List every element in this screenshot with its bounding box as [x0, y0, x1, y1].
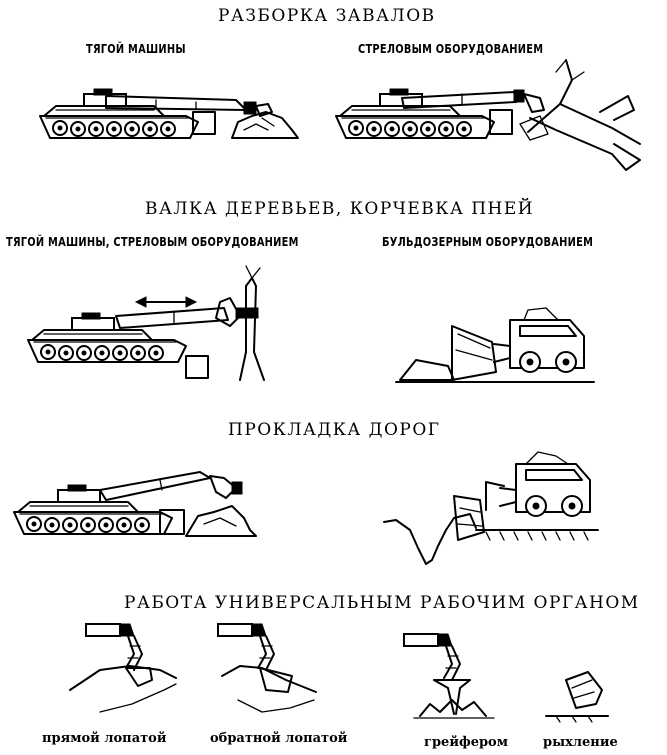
grapple	[403, 633, 471, 715]
section-title-rubble: РАЗБОРКА ЗАВАЛОВ	[218, 6, 436, 26]
caption-boom-rubble: СТРЕЛОВЫМ ОБОРУДОВАНИЕМ	[358, 42, 544, 56]
rubble-pile-left	[192, 111, 299, 139]
caption-backhoe: обратной лопатой	[210, 731, 348, 746]
caption-traction-boom-trees: ТЯГОЙ МАШИНЫ, СТРЕЛОВЫМ ОБОРУДОВАНИЕМ	[6, 235, 299, 249]
bulldozer-trees	[493, 307, 585, 373]
caption-ripping: рыхление	[543, 735, 618, 750]
caption-bulldozer-trees: БУЛЬДОЗЕРНЫМ ОБОРУДОВАНИЕМ	[382, 235, 594, 249]
tank-boom-trees	[27, 297, 259, 363]
broken-tree-rubble	[489, 59, 641, 171]
road-cut-profile	[383, 495, 599, 565]
rubble-pile-roads	[159, 505, 257, 537]
section-title-trees: ВАЛКА ДЕРЕВЬЕВ, КОРЧЕВКА ПНЕЙ	[145, 199, 535, 219]
tree-trunk	[185, 265, 265, 381]
tank-traction-rubble	[39, 88, 273, 139]
ground-profile-1	[69, 665, 177, 713]
tank-boom-roads	[13, 471, 243, 535]
double-arrow	[134, 296, 198, 308]
section-title-roads: ПРОКЛАДКА ДОРОГ	[228, 420, 441, 440]
caption-front-shovel: прямой лопатой	[42, 731, 167, 746]
ripper	[545, 671, 609, 723]
bulldozer-roads	[485, 451, 591, 517]
caption-traction-rubble: ТЯГОЙ МАШИНЫ	[86, 42, 186, 56]
ground-heap-grapple	[413, 699, 495, 719]
front-shovel	[85, 623, 153, 687]
dozer-blade-trees	[395, 325, 595, 383]
backhoe	[217, 623, 293, 693]
tank-boom-rubble	[335, 88, 545, 139]
section-title-universal: РАБОТА УНИВЕРСАЛЬНЫМ РАБОЧИМ ОРГАНОМ	[124, 593, 640, 613]
ground-profile-2	[221, 665, 317, 713]
caption-grapple: грейфером	[424, 735, 509, 750]
